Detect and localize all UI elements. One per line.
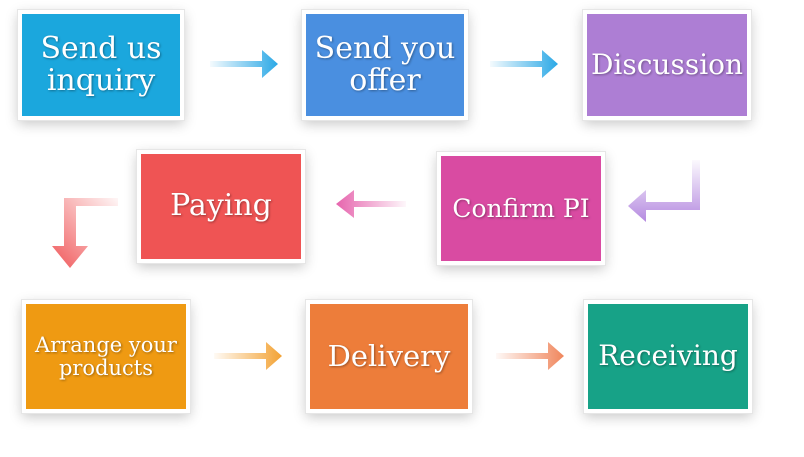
- step-delivery: Delivery: [306, 300, 472, 413]
- step-paying: Paying: [137, 150, 305, 263]
- turn-down-left-arrow-icon: [628, 160, 700, 222]
- step-send-inquiry: Send us inquiry: [18, 10, 184, 120]
- step-label: Paying: [170, 188, 272, 224]
- step-label: Confirm PI: [452, 194, 590, 223]
- left-arrow-icon: [336, 190, 406, 218]
- right-arrow-icon: [214, 342, 282, 370]
- step-label: Arrange your products: [35, 332, 177, 380]
- step-confirm-pi: Confirm PI: [437, 152, 605, 265]
- step-label: Discussion: [590, 47, 744, 81]
- step-label: Send you offer: [314, 30, 456, 98]
- right-arrow-icon: [210, 50, 278, 78]
- step-label: Receiving: [598, 339, 738, 373]
- turn-down-arrow-icon: [52, 198, 118, 268]
- step-label: Delivery: [327, 338, 451, 373]
- right-arrow-icon: [496, 342, 564, 370]
- right-arrow-icon: [490, 50, 558, 78]
- step-arrange-products: Arrange your products: [22, 300, 190, 413]
- step-send-offer: Send you offer: [302, 10, 468, 120]
- step-discussion: Discussion: [583, 10, 751, 120]
- step-label: Send us inquiry: [40, 30, 162, 98]
- step-receiving: Receiving: [584, 300, 752, 413]
